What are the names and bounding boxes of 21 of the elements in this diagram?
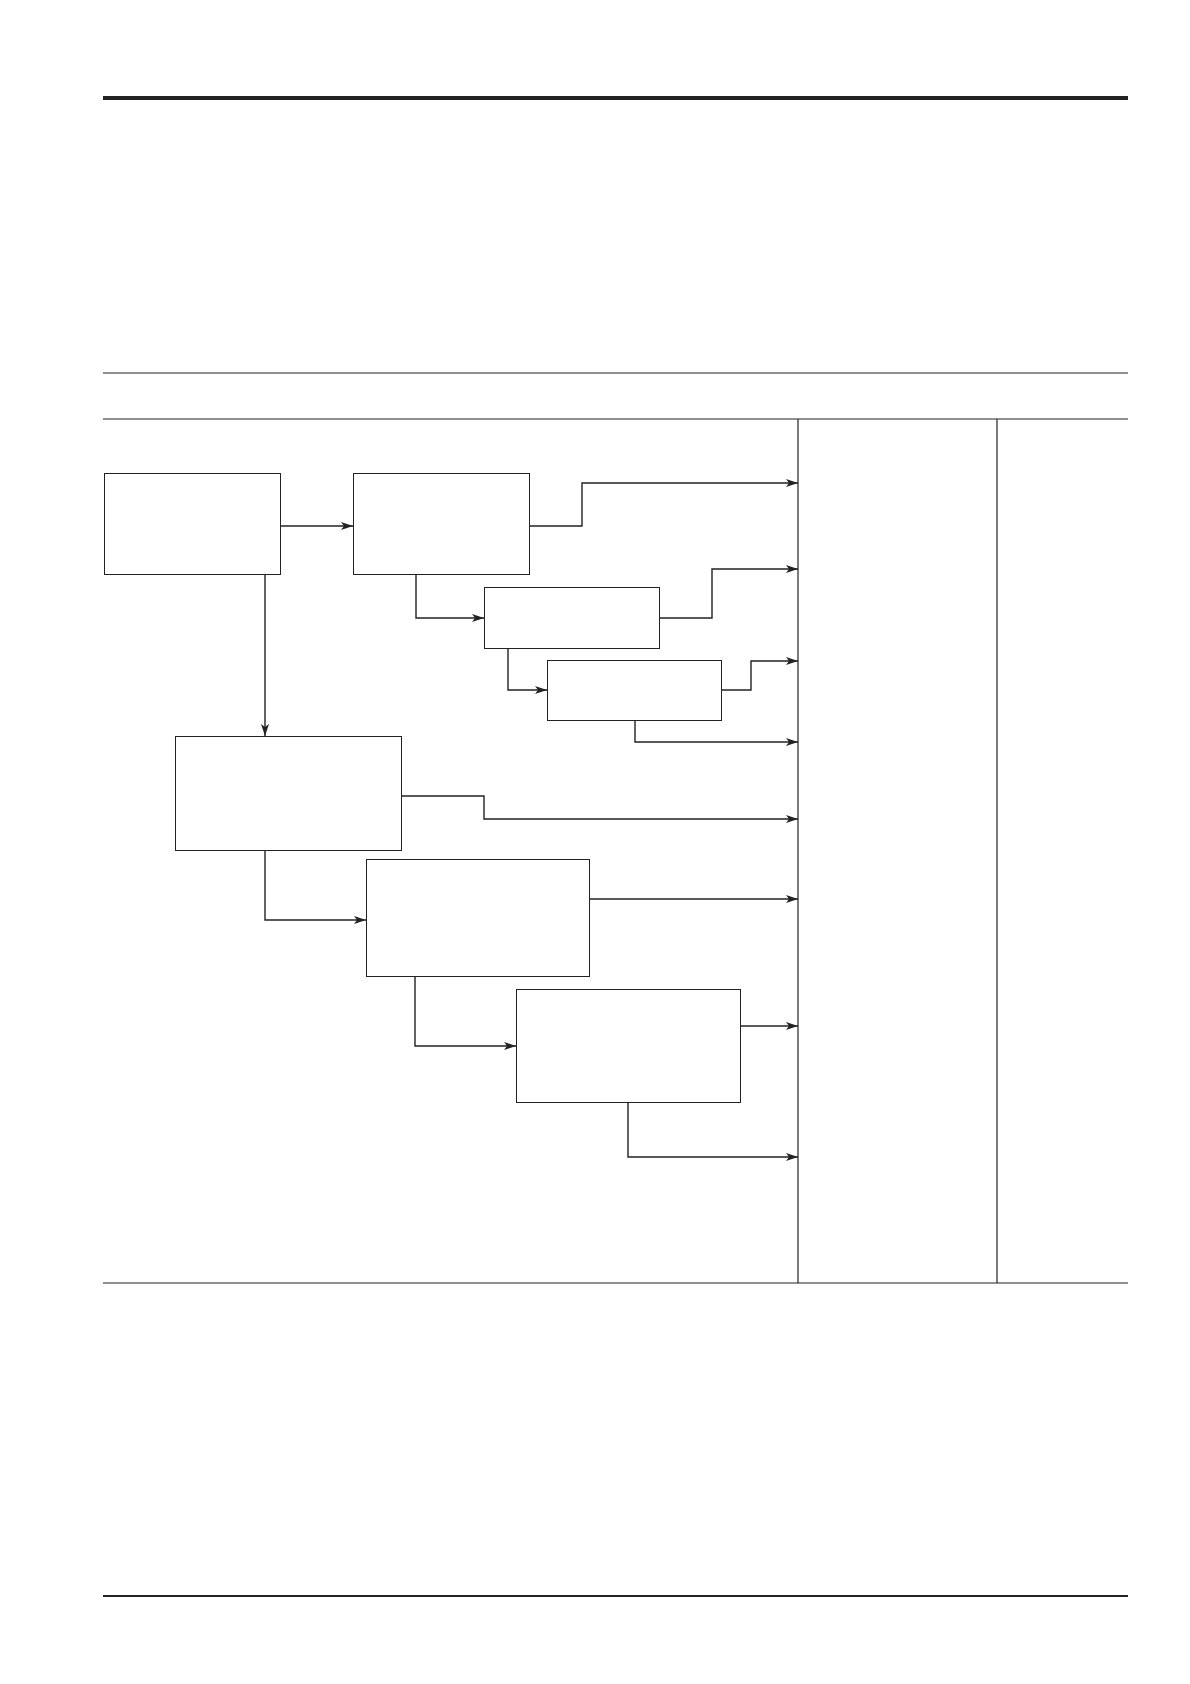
- arrow: [529, 479, 799, 527]
- process-box: [104, 473, 281, 575]
- process-box: [175, 736, 402, 851]
- arrow: [261, 574, 269, 737]
- process-box: [547, 660, 722, 721]
- process-box: [353, 473, 530, 575]
- arrow: [507, 648, 548, 694]
- arrow: [264, 850, 367, 924]
- arrow: [740, 1022, 799, 1030]
- process-box: [516, 989, 741, 1103]
- arrow: [401, 795, 799, 823]
- arrow: [280, 522, 354, 530]
- process-box: [366, 859, 590, 977]
- arrow: [721, 657, 799, 691]
- arrow: [627, 1102, 799, 1161]
- process-box: [484, 587, 660, 649]
- arrow: [414, 976, 517, 1050]
- arrow: [415, 574, 485, 622]
- arrow: [589, 895, 799, 903]
- arrow: [634, 720, 799, 746]
- arrow: [659, 565, 799, 619]
